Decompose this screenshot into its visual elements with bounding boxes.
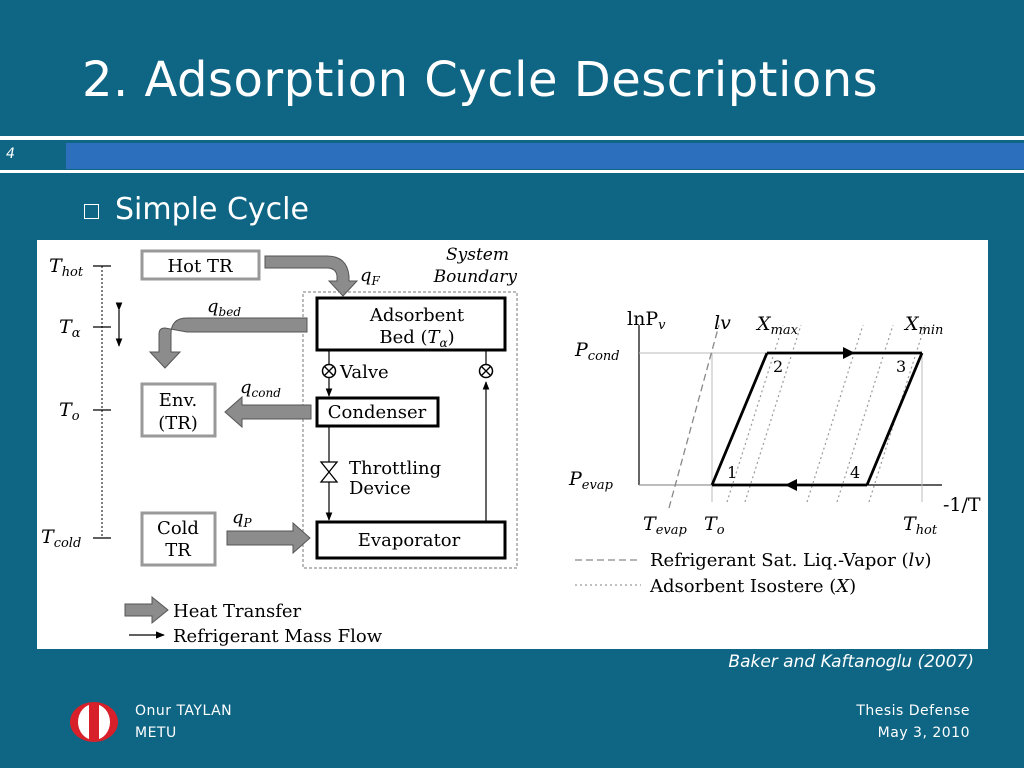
metu-logo-icon: [70, 702, 118, 742]
footer-left: Onur TAYLAN METU: [135, 700, 232, 744]
lv-label: lv: [714, 312, 731, 334]
slide-number: 4: [6, 146, 15, 162]
label-t-alpha: Tα: [59, 316, 81, 341]
cycle-edge-1-2: [710, 352, 769, 486]
isostere-line-5: [868, 324, 926, 503]
legend-heat-arrow-icon: [124, 595, 169, 625]
env-tr-label: (TR): [158, 413, 198, 434]
hot-tr-box: [140, 249, 261, 281]
condenser-box: [315, 396, 440, 428]
footer-event: Thesis Defense: [856, 703, 970, 719]
state-point-1: 1: [727, 463, 737, 482]
cold-tr-label: TR: [165, 540, 191, 561]
x-min-label: Xmin: [903, 313, 943, 338]
t-hot-label-axis: Thot: [903, 513, 938, 538]
figure-svg: Thot Tα To Tcold Hot TR qF System Bounda…: [41, 245, 981, 647]
x-max-label: Xmax: [755, 313, 799, 338]
throttling-label: Throttling: [349, 458, 441, 479]
adsorbent-label: Adsorbent: [369, 305, 465, 326]
label-t-cold: Tcold: [41, 526, 81, 551]
isostere-line-3: [806, 324, 864, 503]
isostere-line-4: [836, 324, 894, 503]
label-t-o: To: [59, 399, 80, 424]
x-axis-label: -1/T: [943, 494, 981, 516]
env-tr-box: [140, 382, 217, 438]
throttling-valve-icon: [319, 461, 339, 483]
header-accent-bar: [66, 143, 1024, 169]
bullet-text: Simple Cycle: [115, 192, 309, 227]
citation: Baker and Kaftanoglu (2007): [728, 652, 974, 672]
top-divider: [0, 136, 1024, 140]
q-f-label: qF: [360, 265, 381, 288]
slide-title: 2. Adsorption Cycle Descriptions: [82, 52, 879, 108]
evaporator-label: Evaporator: [358, 530, 461, 551]
condenser-label: Condenser: [328, 402, 427, 423]
bullet-square-icon: [84, 204, 99, 219]
system-label: System: [446, 245, 509, 265]
state-point-2: 2: [773, 357, 783, 376]
legend-isostere-label: Adsorbent Isostere (X): [649, 576, 856, 597]
footer-date: May 3, 2010: [877, 725, 970, 741]
bed-label: Bed (Tα): [379, 327, 454, 350]
isostere-line-1: [726, 324, 784, 503]
flow-arrow-top-icon: [843, 347, 855, 359]
adsorbent-bed-box: [315, 296, 507, 352]
cold-tr-box: [140, 511, 217, 567]
valve-label: Valve: [339, 362, 389, 383]
p-cond-label: Pcond: [574, 339, 620, 364]
q-cond-heat-arrow: [224, 395, 312, 429]
evaporator-box: [315, 520, 507, 560]
q-p-heat-arrow: [226, 521, 311, 555]
cycle-figure: Thot Tα To Tcold Hot TR qF System Bounda…: [37, 240, 988, 649]
flow-arrow-bottom-icon: [785, 479, 797, 491]
t-evap-label: Tevap: [643, 513, 687, 538]
state-point-4: 4: [850, 463, 860, 482]
slide-number-box: [0, 143, 58, 169]
device-label: Device: [349, 478, 411, 499]
footer-institution: METU: [135, 725, 177, 741]
legend-mass-label: Refrigerant Mass Flow: [173, 626, 383, 647]
legend-heat-label: Heat Transfer: [173, 601, 302, 622]
q-cond-label: qcond: [240, 377, 281, 400]
cycle-edge-3-4: [865, 352, 924, 486]
hot-tr-label: Hot TR: [167, 256, 232, 277]
p-evap-label: Pevap: [568, 468, 614, 493]
cold-label: Cold: [157, 518, 199, 539]
bottom-divider: [0, 170, 1024, 173]
env-label: Env.: [159, 390, 198, 411]
q-bed-label: qbed: [207, 296, 241, 319]
boundary-label: Boundary: [433, 267, 518, 287]
t-o-label: To: [704, 513, 725, 538]
lv-saturation-line: [668, 324, 720, 509]
y-axis-label: lnPv: [627, 308, 666, 333]
legend-lv-label: Refrigerant Sat. Liq.-Vapor (lv): [650, 550, 932, 571]
q-p-label: qP: [232, 507, 253, 530]
system-boundary: [302, 291, 518, 569]
label-t-hot: Thot: [49, 255, 84, 280]
q-bed-heat-arrow: [148, 317, 308, 369]
state-point-3: 3: [896, 357, 906, 376]
footer-author: Onur TAYLAN: [135, 703, 233, 719]
q-f-heat-arrow: [264, 255, 359, 297]
isostere-line-2: [744, 324, 802, 503]
footer-right: Thesis Defense May 3, 2010: [856, 700, 970, 744]
